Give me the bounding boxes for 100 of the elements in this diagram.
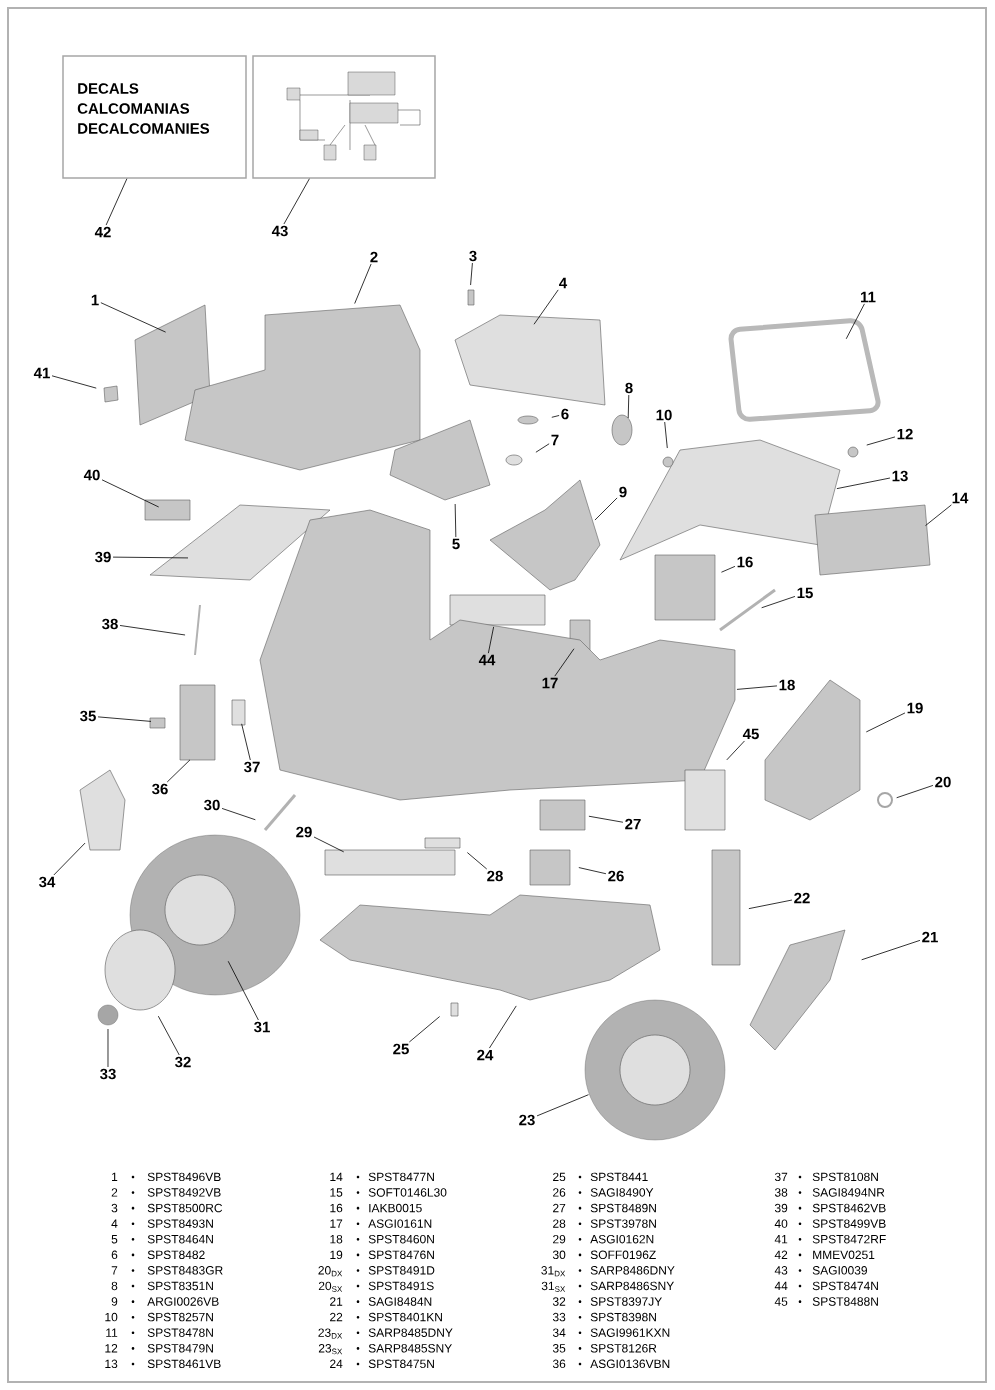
leader-line	[107, 1028, 109, 1068]
leader-line	[97, 716, 152, 722]
callout-number: 11	[861, 291, 876, 303]
part-code: SPST3978N	[590, 1219, 656, 1228]
leader-line	[736, 685, 778, 690]
part-code: SPST8491D	[368, 1266, 435, 1275]
leader-line	[489, 1005, 517, 1049]
callout-number: 31	[254, 1021, 270, 1033]
item-number: 23$_{DX}$	[318, 1328, 343, 1339]
callout-number: 16	[737, 556, 753, 568]
callout-number: 12	[897, 428, 913, 440]
part-code: SPST8479N	[147, 1344, 213, 1353]
part-code: SPST8464N	[147, 1234, 213, 1244]
leader-line	[533, 289, 559, 325]
callout-number: 15	[797, 587, 813, 599]
part-code: SAGI8494NR	[812, 1188, 885, 1197]
part-code: SPST8488N	[812, 1297, 878, 1306]
callout-number: 34	[39, 876, 56, 888]
callout-number: 40	[83, 469, 100, 481]
callout-number: 19	[907, 702, 923, 714]
callout-number: 23	[519, 1114, 535, 1126]
part-code: SPST8351N	[147, 1281, 213, 1291]
item-number: 31$_{DX}$	[541, 1266, 566, 1277]
item-number: 11	[106, 1328, 118, 1337]
leader-line	[466, 852, 488, 870]
callout-number: 17	[542, 677, 558, 689]
leader-line	[535, 443, 550, 453]
item-number: 16	[330, 1203, 343, 1213]
item-number: 32	[552, 1297, 566, 1306]
item-number: 2	[111, 1188, 118, 1197]
callout-number: 28	[487, 870, 503, 882]
callout-number: 33	[100, 1068, 116, 1080]
leader-line	[866, 436, 896, 446]
callout-number: 42	[94, 226, 111, 238]
item-number: 24	[330, 1359, 343, 1368]
callout-number: 14	[952, 492, 969, 504]
item-number: 18	[330, 1234, 343, 1244]
callout-number: 10	[656, 409, 672, 421]
decals-box: DECALS CALCOMANIAS DECALCOMANIES	[62, 55, 247, 179]
item-number: 12	[105, 1344, 118, 1353]
item-number: 29	[553, 1234, 566, 1244]
callout-number: 8	[625, 382, 633, 394]
part-code: SPST8496VB	[147, 1172, 221, 1182]
part-code: SPST8441	[590, 1172, 648, 1182]
item-number: 22	[330, 1312, 343, 1322]
wiring-diagram-picture	[252, 55, 436, 179]
part-code: ASGI0162N	[590, 1234, 654, 1244]
callout-number: 5	[452, 538, 460, 550]
callout-number: 43	[271, 225, 288, 237]
item-number: 37	[774, 1172, 788, 1182]
item-number: 38	[774, 1188, 788, 1197]
callout-number: 44	[478, 654, 496, 666]
callout-number: 32	[175, 1056, 191, 1068]
part-code: SPST8493N	[147, 1219, 213, 1228]
part-code: SARP8485SNY	[368, 1344, 452, 1353]
item-number: 45	[774, 1297, 788, 1306]
callout-number: 27	[625, 818, 641, 830]
item-number: 36	[552, 1359, 566, 1369]
callout-number: 18	[779, 679, 795, 691]
leader-line	[554, 648, 575, 677]
leader-line	[221, 808, 256, 821]
item-number: 8	[111, 1281, 118, 1291]
part-code: SPST8108N	[812, 1172, 878, 1182]
callout-number: 26	[608, 870, 624, 882]
part-code: SARP8486DNY	[590, 1266, 675, 1275]
leader-line	[896, 785, 934, 799]
part-code: SPST8476N	[368, 1250, 434, 1259]
item-number: 25	[553, 1172, 566, 1182]
part-code: SPST8475N	[368, 1359, 434, 1369]
part-code: SPST8401KN	[368, 1312, 442, 1322]
part-code: SPST8477N	[368, 1172, 434, 1182]
leader-line	[748, 899, 793, 910]
leader-line	[101, 479, 160, 508]
callout-number: 1	[91, 294, 99, 306]
part-code: ARGI0026VB	[147, 1297, 219, 1306]
part-code: SPST8257N	[147, 1312, 213, 1322]
part-code: SPST8126R	[590, 1344, 657, 1353]
callout-number: 36	[152, 783, 168, 795]
callout-number: 29	[296, 826, 312, 838]
part-code: SAGI9961KXN	[590, 1328, 670, 1337]
item-number: 44	[774, 1281, 788, 1291]
leader-line	[283, 178, 310, 225]
item-number: 41	[774, 1235, 788, 1244]
leader-line	[313, 836, 345, 853]
leader-line	[925, 504, 952, 527]
item-number: 14	[330, 1172, 343, 1181]
part-code: SOFF0196Z	[590, 1250, 656, 1259]
part-code: SPST8483GR	[147, 1266, 223, 1275]
leader-line	[112, 556, 189, 559]
callout-number: 21	[922, 931, 938, 943]
leader-line	[865, 712, 906, 733]
item-number: 13	[105, 1359, 118, 1369]
part-code: SAGI8484N	[368, 1297, 432, 1306]
leader-line	[227, 960, 259, 1021]
callout-number: 35	[80, 710, 96, 722]
callout-number: 30	[204, 799, 220, 811]
part-code: IAKB0015	[369, 1203, 422, 1213]
leader-line	[470, 262, 473, 286]
part-code: ASGI0136VBN	[590, 1359, 670, 1369]
part-code: SPST8398N	[590, 1312, 656, 1322]
